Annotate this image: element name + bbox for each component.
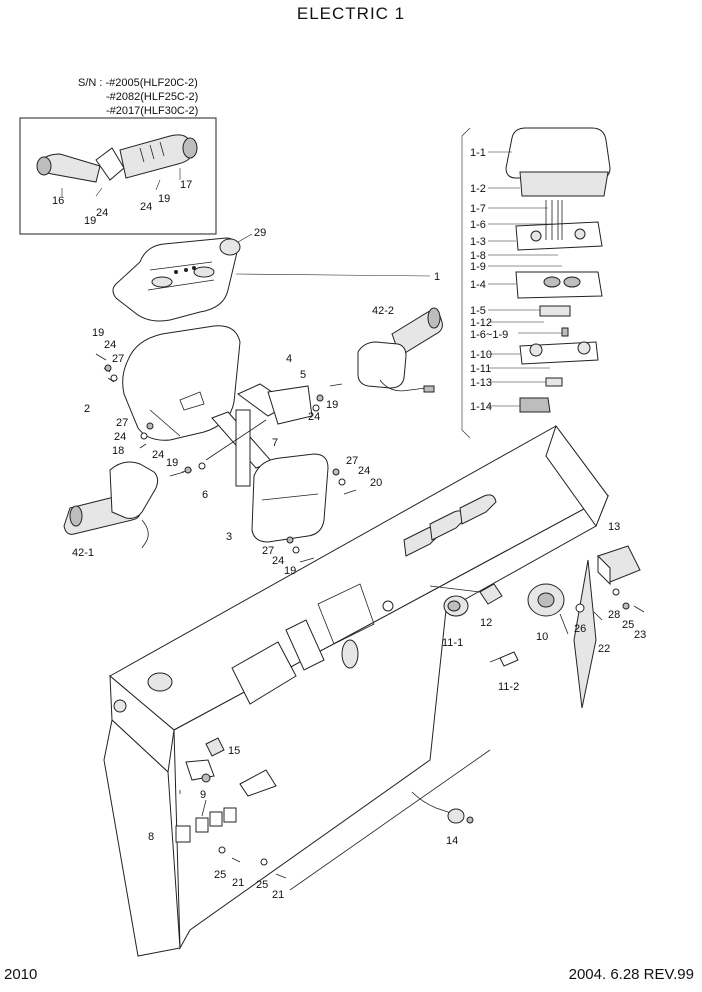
callout-25-bottom-a: 25 bbox=[214, 869, 226, 881]
callout-24-left: 24 bbox=[104, 339, 116, 351]
ring-29 bbox=[219, 238, 241, 256]
callout-27-right: 27 bbox=[346, 455, 358, 467]
combination-switch-42-1 bbox=[63, 461, 159, 549]
callout-4: 4 bbox=[286, 353, 292, 365]
key-switch-11-1 bbox=[443, 595, 469, 617]
bracket-dash bbox=[239, 769, 277, 797]
callout-1-11: 1-11 bbox=[470, 363, 491, 375]
harness-14 bbox=[411, 791, 474, 824]
callout-27-mid: 27 bbox=[116, 417, 128, 429]
callout-5: 5 bbox=[300, 369, 306, 381]
horn-10 bbox=[527, 583, 569, 635]
callout-23: 23 bbox=[634, 629, 646, 641]
callout-19-inset-b: 19 bbox=[158, 193, 170, 205]
callout-1-2: 1-2 bbox=[470, 183, 486, 195]
callout-1-1: 1-1 bbox=[470, 147, 486, 159]
callout-24-right: 24 bbox=[308, 411, 320, 423]
callout-15: 15 bbox=[228, 745, 240, 757]
callout-20: 20 bbox=[370, 477, 382, 489]
callout-10: 10 bbox=[536, 631, 548, 643]
serial-line-2: -#2082(HLF25C-2) bbox=[106, 91, 199, 103]
callout-19-right: 19 bbox=[326, 399, 338, 411]
callout-18: 18 bbox=[112, 445, 124, 457]
flasher-unit-13 bbox=[597, 545, 641, 586]
key-11-2 bbox=[489, 651, 519, 667]
callout-1-14: 1-14 bbox=[470, 401, 492, 413]
callout-24-mid: 24 bbox=[114, 431, 126, 443]
callout-26: 26 bbox=[574, 623, 586, 635]
callout-1-9: 1-9 bbox=[470, 261, 486, 273]
cluster-exploded-parts bbox=[505, 127, 611, 413]
callout-42-2: 42-2 bbox=[372, 305, 394, 317]
callout-25-right: 25 bbox=[622, 619, 634, 631]
callout-19-left: 19 bbox=[92, 327, 104, 339]
switch-12 bbox=[429, 583, 503, 605]
callout-3: 3 bbox=[226, 531, 232, 543]
callout-42-1: 42-1 bbox=[72, 547, 94, 559]
callout-28: 28 bbox=[608, 609, 620, 621]
callout-27-left: 27 bbox=[112, 353, 124, 365]
callout-19-bottom: 19 bbox=[284, 565, 296, 577]
callout-14: 14 bbox=[446, 835, 458, 847]
callout-1-7: 1-7 bbox=[470, 203, 486, 215]
callout-6: 6 bbox=[202, 489, 208, 501]
callout-1: 1 bbox=[434, 271, 440, 283]
serial-line-3: -#2017(HLF30C-2) bbox=[106, 105, 199, 117]
callout-12: 12 bbox=[480, 617, 492, 629]
callout-1-6-to-1-9: 1-6~1-9 bbox=[470, 329, 508, 341]
callout-1-8: 1-8 bbox=[470, 250, 486, 262]
callout-19-inset-a: 19 bbox=[84, 215, 96, 227]
revision-date: 2004. 6.28 REV.99 bbox=[568, 966, 694, 983]
callout-2: 2 bbox=[84, 403, 90, 415]
combination-switch-42-2 bbox=[357, 307, 443, 393]
callout-19-lower: 19 bbox=[166, 457, 178, 469]
callout-24-lower: 24 bbox=[152, 449, 164, 461]
callout-16: 16 bbox=[52, 195, 64, 207]
callout-1-12: 1-12 bbox=[470, 317, 492, 329]
inset-switch-17 bbox=[119, 134, 198, 179]
inset-switch-16 bbox=[36, 147, 125, 183]
serial-line-1: S/N : -#2005(HLF20C-2) bbox=[78, 77, 198, 89]
dashboard-frame bbox=[103, 424, 609, 957]
bracket-assembly bbox=[205, 383, 313, 487]
callout-1-10: 1-10 bbox=[470, 349, 492, 361]
relay-8 bbox=[175, 825, 191, 843]
screws-washers bbox=[95, 353, 357, 563]
screws-21-25-bottom bbox=[218, 846, 287, 879]
relays-9 bbox=[195, 799, 237, 833]
callout-21-bottom-a: 21 bbox=[232, 877, 244, 889]
switch-15 bbox=[185, 737, 225, 783]
callout-17: 17 bbox=[180, 179, 192, 191]
callout-24-inset-a: 24 bbox=[96, 207, 108, 219]
callout-1-6: 1-6 bbox=[470, 219, 486, 231]
callout-24-right-b: 24 bbox=[358, 465, 370, 477]
callout-11-2: 11-2 bbox=[498, 681, 519, 693]
callout-25-bottom-b: 25 bbox=[256, 879, 268, 891]
callout-8: 8 bbox=[148, 831, 154, 843]
diagram-title: ELECTRIC 1 bbox=[296, 4, 406, 23]
callout-11-1: 11-1 bbox=[442, 637, 463, 649]
callout-labels: 16 19 24 24 19 17 29 1 1-1 1-2 1-7 1-6 1… bbox=[52, 147, 646, 901]
callout-24-bottom: 24 bbox=[272, 555, 284, 567]
callout-1-4: 1-4 bbox=[470, 279, 486, 291]
callout-29: 29 bbox=[254, 227, 266, 239]
column-cover-3 bbox=[251, 453, 329, 543]
callout-21-bottom-b: 21 bbox=[272, 889, 284, 901]
variant-inset-box bbox=[19, 117, 217, 235]
page-number: 2010 bbox=[4, 966, 38, 983]
bolts-22-28 bbox=[575, 588, 645, 621]
callout-24-inset-b: 24 bbox=[140, 201, 152, 213]
callout-27-bottom: 27 bbox=[262, 545, 274, 557]
callout-1-13: 1-13 bbox=[470, 377, 492, 389]
callout-1-5: 1-5 bbox=[470, 305, 486, 317]
callout-1-3: 1-3 bbox=[470, 236, 486, 248]
serial-number-note: S/N : -#2005(HLF20C-2) -#2082(HLF25C-2) … bbox=[78, 76, 198, 118]
callout-7: 7 bbox=[272, 437, 278, 449]
callout-9: 9 bbox=[200, 789, 206, 801]
column-cover-top bbox=[112, 237, 239, 322]
callout-22: 22 bbox=[598, 643, 610, 655]
callout-13: 13 bbox=[608, 521, 620, 533]
